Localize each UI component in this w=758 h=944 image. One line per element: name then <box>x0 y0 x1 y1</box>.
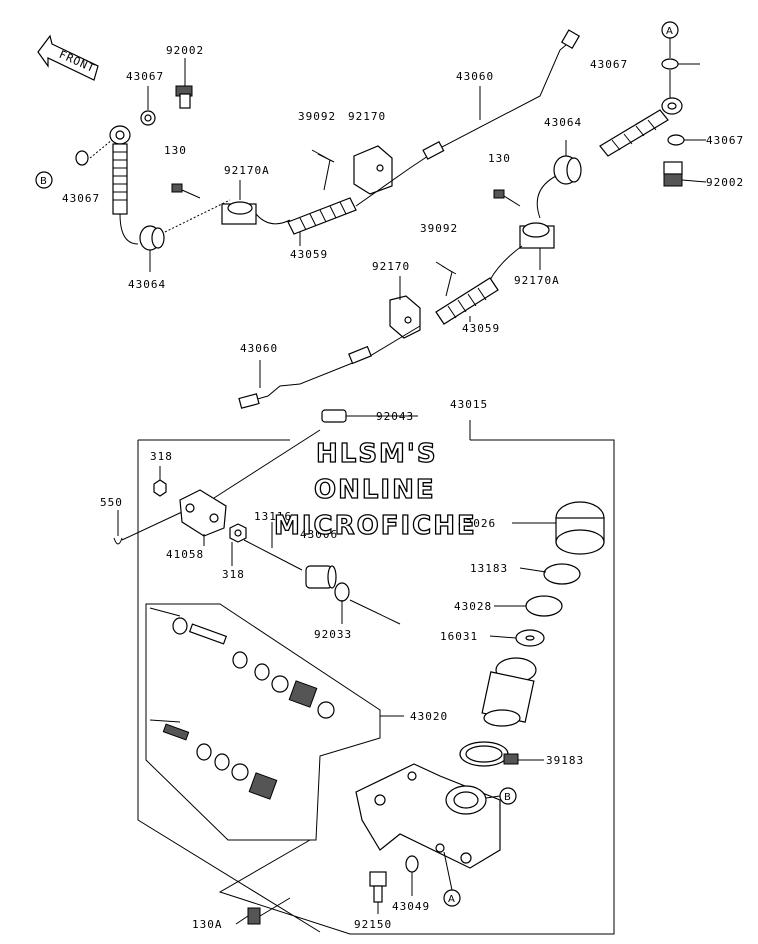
clip-39092-right <box>435 261 457 297</box>
part-label: 92002 <box>166 44 204 57</box>
watermark-line-2: ONLINE <box>314 475 436 505</box>
part-label: 92150 <box>354 918 392 931</box>
part-label: 43067 <box>62 192 100 205</box>
master-cylinder-group <box>113 409 615 935</box>
washer-43067-c <box>661 58 679 70</box>
push-rod-13116 <box>243 539 303 571</box>
part-label: 43067 <box>706 134 744 147</box>
part-label: 92033 <box>314 628 352 641</box>
part-label: 13183 <box>470 562 508 575</box>
svg-text:A: A <box>666 26 673 37</box>
part-label: 43067 <box>590 58 628 71</box>
part-label: 130 <box>164 144 187 157</box>
part-label: 43060 <box>240 342 278 355</box>
reservoir <box>481 657 537 727</box>
part-label: 550 <box>100 496 123 509</box>
cable-eye-end-left <box>109 125 131 215</box>
bracket-92170-left <box>353 145 393 195</box>
bolt-130A <box>247 897 291 925</box>
hose-clamp-39183 <box>459 741 519 767</box>
bolt-92002-right <box>663 161 683 187</box>
watermark-line-1: HLSM'S <box>316 439 438 469</box>
callout-b-left: B <box>35 171 53 189</box>
washer-43067-d <box>667 134 685 146</box>
cable-43060-bottom <box>238 325 421 409</box>
part-label: 43015 <box>450 398 488 411</box>
part-label: 39092 <box>420 222 458 235</box>
boot-43006 <box>305 565 337 589</box>
diaphragm-43028 <box>525 595 563 617</box>
part-label: 92170A <box>514 274 560 287</box>
clamp-92170A-right <box>519 222 555 249</box>
cotter-pin-550 <box>113 537 123 545</box>
part-label: 43067 <box>126 70 164 83</box>
svg-text:A: A <box>448 894 455 905</box>
part-label: 318 <box>222 568 245 581</box>
part-labels: 92002 43067 43067 43064 130 92170A 39092… <box>62 44 744 931</box>
part-label: 43026 <box>458 517 496 530</box>
cable-43060-top <box>355 29 581 207</box>
clevis-41058 <box>179 489 227 537</box>
threaded-end-43059-right <box>435 277 499 325</box>
callout-b-body: B <box>499 787 517 805</box>
nut-318-a <box>153 479 167 497</box>
part-label: 130 <box>488 152 511 165</box>
part-label: 43059 <box>462 322 500 335</box>
part-label: 92043 <box>376 410 414 423</box>
part-label: 43049 <box>392 900 430 913</box>
part-label: 43064 <box>544 116 582 129</box>
grommet-43064-left <box>139 225 165 251</box>
front-arrow-icon: FRONT <box>37 34 99 81</box>
threaded-end-43059-left <box>287 197 357 235</box>
part-label: 39092 <box>298 110 336 123</box>
grommet-43064-right <box>553 155 582 185</box>
watermark: HLSM'S ONLINE MICROFICHE <box>273 438 477 541</box>
part-label: 92170A <box>224 164 270 177</box>
plate-13183 <box>543 563 581 585</box>
cable-eye-end-right <box>599 97 683 157</box>
upper-left-cable-assembly <box>75 29 581 272</box>
svg-text:B: B <box>504 792 511 803</box>
part-label: 43064 <box>128 278 166 291</box>
bolt-92150 <box>369 871 387 903</box>
part-label: 92170 <box>372 260 410 273</box>
pin-92043 <box>321 409 370 423</box>
part-label: 43006 <box>300 528 338 541</box>
part-label: 318 <box>150 450 173 463</box>
part-label: 39183 <box>546 754 584 767</box>
washer-43049 <box>405 855 419 873</box>
clip-39092-left <box>311 149 335 191</box>
bolt-130-right <box>493 189 521 207</box>
part-label: 13116 <box>254 510 292 523</box>
part-label: 43028 <box>454 600 492 613</box>
leader-lines <box>203 63 707 925</box>
watermark-line-3: MICROFICHE <box>274 511 477 541</box>
bolt-92002-left <box>175 85 193 109</box>
reservoir-cap-43026 <box>555 501 605 555</box>
part-label: 43060 <box>456 70 494 83</box>
cylinder-body <box>355 763 501 869</box>
part-label: 92170 <box>348 110 386 123</box>
nut-318-b <box>229 523 247 543</box>
callout-a-top: A <box>661 21 679 39</box>
callout-a-bottom: A <box>443 889 461 907</box>
bracket-92170-right <box>389 295 421 339</box>
part-label: 92002 <box>706 176 744 189</box>
part-label: 41058 <box>166 548 204 561</box>
upper-right-cable-assembly <box>238 38 685 409</box>
ring-92033 <box>334 582 350 602</box>
part-label: 130A <box>192 918 223 931</box>
part-label: 43059 <box>290 248 328 261</box>
part-label: 43020 <box>410 710 448 723</box>
seal-kit-43020-parts <box>149 607 335 800</box>
part-label: 16031 <box>440 630 478 643</box>
svg-text:B: B <box>40 176 47 187</box>
bolt-130-left <box>171 183 201 199</box>
clamp-92170A-left <box>221 201 257 225</box>
washer-43067-b <box>75 150 89 166</box>
